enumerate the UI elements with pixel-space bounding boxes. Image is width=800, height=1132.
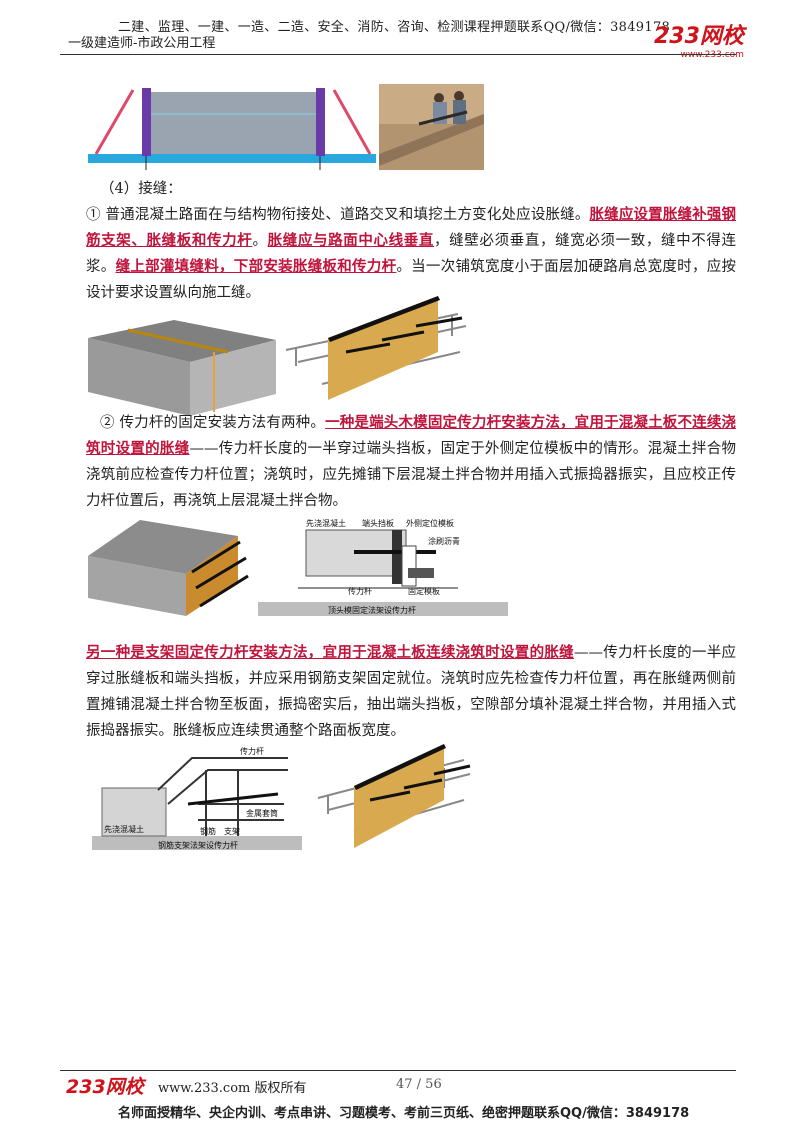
diagram1-label-asphalt: 涂刷沥青 bbox=[428, 536, 460, 546]
end-formwork-cross-section-diagram: 先浇混凝土 端头挡板 外侧定位模板 涂刷沥青 传力杆 固定模板 顶头模固定法架设… bbox=[258, 518, 508, 616]
paragraph-1-text-1: 普通混凝土路面在与结构物衔接处、道路交叉和填挖土方变化处应设胀缝。 bbox=[100, 207, 590, 223]
paragraph-1-text-4: 。当一次铺筑宽度小于面层加硬路肩总宽度时，应按设计要求设置纵向施工缝。 bbox=[86, 259, 737, 301]
paragraph-3: 另一种是支架固定传力杆安装方法，宜用于混凝土板连续浇筑时设置的胀缝——传力杆长度… bbox=[86, 640, 736, 744]
header-rule bbox=[60, 54, 736, 55]
paragraph-1-highlight-2: 胀缝应与路面中心线垂直 bbox=[267, 232, 435, 249]
header-logo-text: 233网校 bbox=[654, 24, 744, 49]
paragraph-2-highlight-1: 一种是端头木模固定传力杆安装方法，宜用于混凝土板不连续浇筑时设置的胀缝 bbox=[86, 414, 737, 457]
section-body-2: ② 传力杆的固定安装方法有两种。一种是端头木模固定传力杆安装方法，宜用于混凝土板… bbox=[86, 410, 736, 514]
diagram2-label-support: 支架 bbox=[224, 826, 240, 836]
paragraph-1-text-2: 。 bbox=[252, 233, 268, 249]
formwork-illustration bbox=[88, 88, 376, 170]
dowel-support-frame-illustration-1 bbox=[285, 296, 467, 400]
diagram2-label-rebar: 钢筋 bbox=[200, 826, 216, 836]
workers-photo bbox=[379, 84, 484, 170]
page-number: 47 / 56 bbox=[396, 1077, 442, 1092]
diagram2-label-precast: 先浇混凝土 bbox=[104, 824, 144, 834]
footer-rule bbox=[60, 1070, 736, 1071]
header-subject: 一级建造师-市政公用工程 bbox=[68, 36, 216, 51]
paragraph-1-num: ① bbox=[86, 207, 101, 223]
diagram2-caption: 钢筋支架法架设传力杆 bbox=[158, 840, 238, 850]
footer-logo: 233网校 bbox=[66, 1076, 144, 1098]
diagram2-label-dowel: 传力杆 bbox=[240, 746, 264, 756]
footer-contact-line: 名师面授精华、央企内训、考点串讲、习题模考、考前三页纸、绝密押题联系QQ/微信：… bbox=[118, 1106, 690, 1121]
section-body-3: 另一种是支架固定传力杆安装方法，宜用于混凝土板连续浇筑时设置的胀缝——传力杆长度… bbox=[86, 640, 736, 744]
diagram1-label-dowel: 传力杆 bbox=[348, 586, 372, 596]
header-contact-line: 二建、监理、一建、一造、二造、安全、消防、咨询、检测课程押题联系QQ/微信：38… bbox=[118, 20, 671, 35]
paragraph-1-text-3: ，缝壁必须垂直，缝宽必须一致，缝中不得连浆。 bbox=[86, 233, 737, 275]
end-formwork-slab-illustration bbox=[88, 520, 249, 616]
paragraph-1-highlight-1: 胀缝应设置胀缝补强钢筋支架、胀缝板和传力杆 bbox=[86, 206, 737, 249]
footer-copyright: www.233.com 版权所有 bbox=[158, 1081, 307, 1096]
paragraph-1: ① 普通混凝土路面在与结构物衔接处、道路交叉和填挖土方变化处应设胀缝。胀缝应设置… bbox=[86, 202, 736, 306]
diagram1-label-fixed-form: 固定模板 bbox=[408, 586, 440, 596]
header-logo: 233网校 www.233.com bbox=[654, 18, 744, 60]
paragraph-2-num: ② bbox=[100, 415, 115, 431]
support-frame-cross-section-diagram: 传力杆 先浇混凝土 钢筋 支架 金属套筒 钢筋支架法架设传力杆 bbox=[92, 746, 302, 850]
paragraph-3-highlight-1: 另一种是支架固定传力杆安装方法，宜用于混凝土板连续浇筑时设置的胀缝 bbox=[86, 644, 574, 661]
paragraph-2-text-1: 传力杆的固定安装方法有两种。 bbox=[114, 415, 326, 431]
diagram1-label-precast: 先浇混凝土 bbox=[306, 518, 346, 528]
paragraph-3-text-1: ——传力杆长度的一半应穿过胀缝板和端头挡板，并应采用钢筋支架固定就位。浇筑时应先… bbox=[86, 645, 737, 739]
paragraph-2-text-2: ——传力杆长度的一半穿过端头挡板，固定于外侧定位模板中的情形。混凝土拌合物浇筑前… bbox=[86, 441, 736, 509]
dowel-support-frame-illustration-2 bbox=[317, 744, 471, 848]
section-heading: （4）接缝： bbox=[100, 181, 182, 197]
diagram2-label-sleeve: 金属套筒 bbox=[246, 808, 278, 818]
diagram1-label-end-board: 端头挡板 bbox=[362, 518, 394, 528]
header-logo-sub: www.233.com bbox=[680, 50, 744, 60]
section-body-1: （4）接缝： ① 普通混凝土路面在与结构物衔接处、道路交叉和填挖土方变化处应设胀… bbox=[86, 176, 736, 306]
diagram1-label-outer-form: 外侧定位模板 bbox=[406, 518, 454, 528]
concrete-slab-joint-illustration bbox=[88, 320, 276, 416]
paragraph-2: ② 传力杆的固定安装方法有两种。一种是端头木模固定传力杆安装方法，宜用于混凝土板… bbox=[86, 410, 736, 514]
diagram1-caption: 顶头模固定法架设传力杆 bbox=[328, 605, 416, 615]
paragraph-1-highlight-3: 缝上部灌填缝料，下部安装胀缝板和传力杆 bbox=[115, 258, 397, 275]
